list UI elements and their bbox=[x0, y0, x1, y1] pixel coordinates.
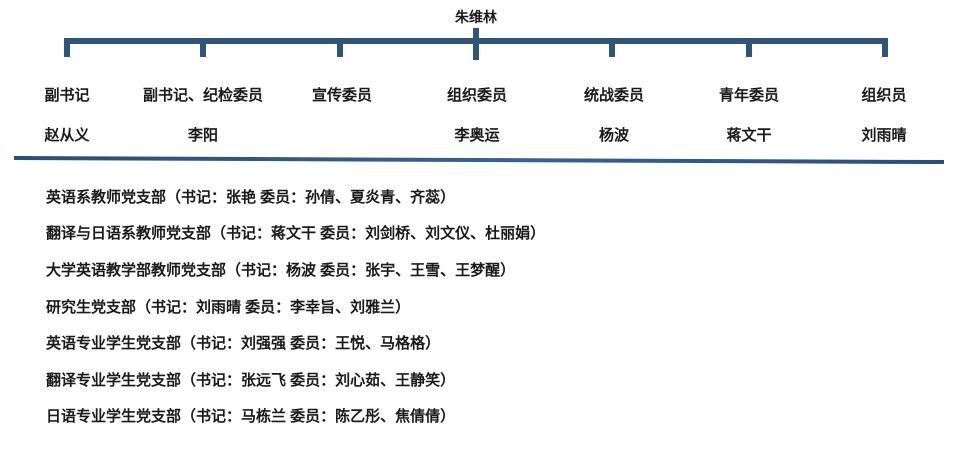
bracket-tick bbox=[745, 38, 752, 57]
member-name: 李阳 bbox=[187, 127, 219, 144]
branch-item: 研究生党支部（书记：刘雨晴 委员：李幸旨、刘雅兰） bbox=[46, 298, 411, 316]
member-title: 宣传委员 bbox=[311, 87, 373, 104]
bracket-tick bbox=[609, 38, 616, 57]
leader-name: 朱维林 bbox=[455, 9, 497, 25]
branch-list: 英语系教师党支部（书记：张艳 委员：孙倩、夏炎青、齐蕊） 翻译与日语系教师党支部… bbox=[46, 178, 948, 434]
branch-item: 翻译与日语系教师党支部（书记：蒋文干 委员：刘剑桥、刘文仪、杜丽娟） bbox=[46, 225, 546, 243]
divider-line bbox=[13, 156, 944, 165]
member-title: 副书记、纪检委员 bbox=[142, 87, 264, 104]
member-name: 杨波 bbox=[598, 127, 630, 144]
member-name: 刘雨晴 bbox=[861, 127, 907, 144]
branch-item: 日语专业学生党支部（书记：马栋兰 委员：陈乙彤、焦倩倩） bbox=[46, 408, 456, 426]
branch-item: 翻译专业学生党支部（书记：张远飞 委员：刘心茹、王静笑） bbox=[46, 371, 456, 389]
bracket-tick bbox=[473, 38, 479, 57]
member-name: 赵从义 bbox=[44, 127, 90, 144]
member-title: 副书记 bbox=[44, 87, 90, 104]
bracket-tick bbox=[64, 38, 70, 57]
member-title: 组织员 bbox=[861, 87, 907, 104]
bracket-tick bbox=[200, 38, 207, 57]
branch-item: 大学英语教学部教师党支部（书记：杨波 委员：张宇、王雪、王梦醒） bbox=[46, 261, 516, 279]
member-title: 组织委员 bbox=[446, 87, 508, 104]
member-title: 青年委员 bbox=[718, 87, 780, 104]
member-name: 蒋文干 bbox=[726, 127, 772, 144]
member-name: 李奥运 bbox=[454, 127, 500, 144]
bracket-tick bbox=[882, 38, 888, 57]
branch-item: 英语系教师党支部（书记：张艳 委员：孙倩、夏炎青、齐蕊） bbox=[46, 188, 456, 206]
member-title: 统战委员 bbox=[583, 87, 645, 104]
branch-item: 英语专业学生党支部（书记：刘强强 委员：王悦、马格格） bbox=[46, 335, 441, 353]
bracket-tick bbox=[336, 38, 343, 57]
